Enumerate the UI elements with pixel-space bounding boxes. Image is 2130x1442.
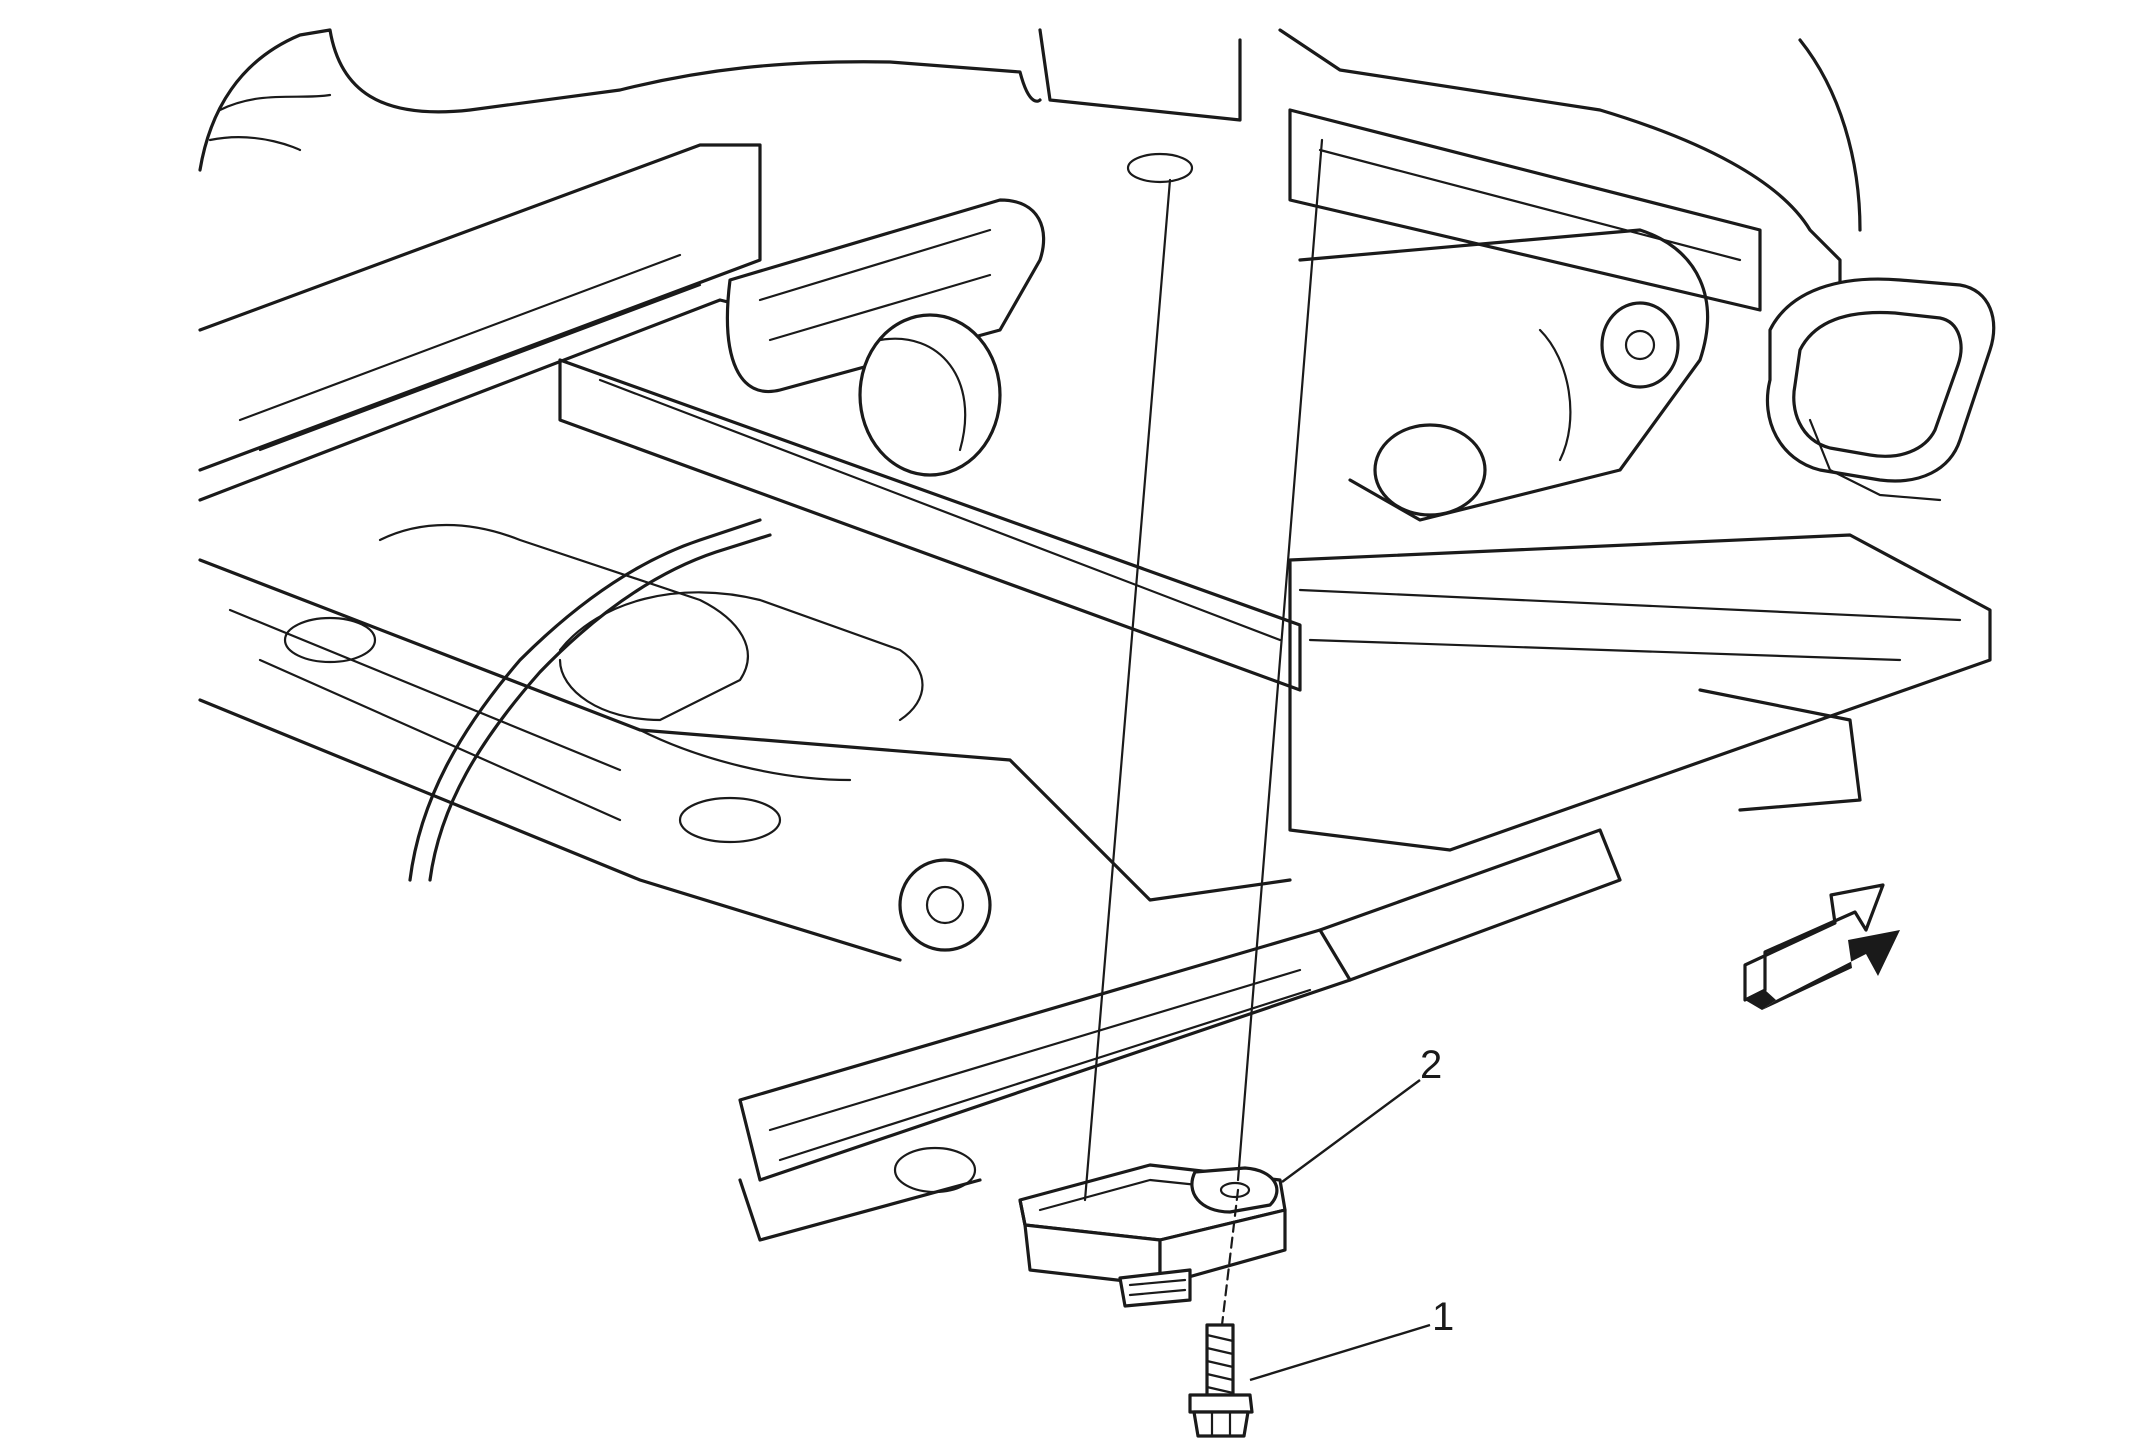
callout-2-label: 2	[1420, 1043, 1442, 1087]
sensor-module	[1018, 1163, 1287, 1308]
callout-1-leader	[1249, 1323, 1431, 1382]
callout-1-label: 1	[1432, 1295, 1454, 1339]
alignment-lines	[1083, 138, 1324, 1327]
seat-frame	[198, 28, 1996, 1242]
forward-arrow-icon	[1743, 883, 1900, 1010]
bolt	[1188, 1323, 1254, 1438]
callout-2-leader	[1281, 1079, 1421, 1183]
